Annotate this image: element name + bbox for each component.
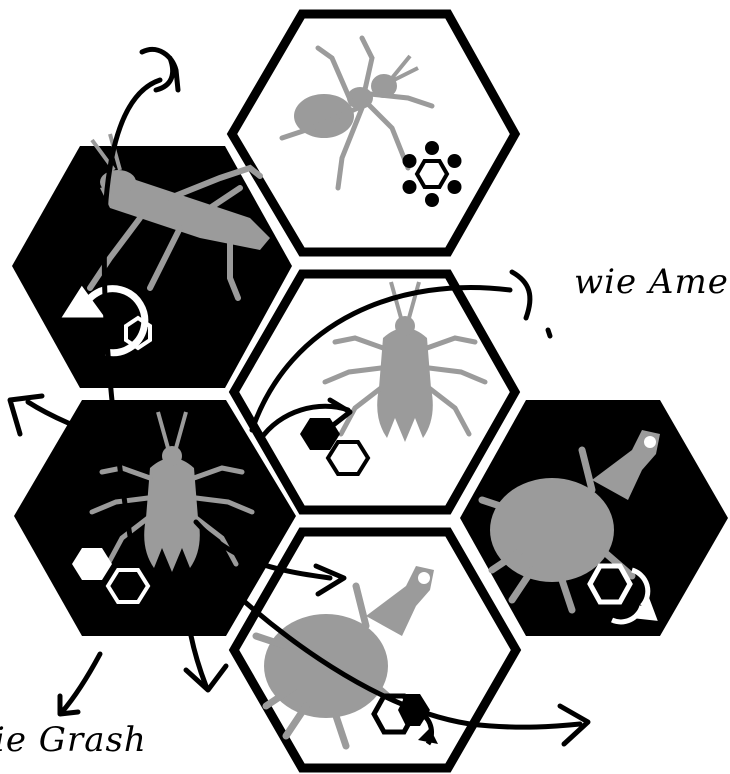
arrow-grasshopper-note: [62, 654, 100, 712]
arrowhead-mosquito-to-ant: [512, 272, 530, 318]
annotation-grasshopper: ie Grash: [0, 720, 147, 760]
annotation-ant: wie Ame: [574, 262, 729, 302]
arrowhead-mosquito-down: [186, 666, 226, 690]
tile-ant[interactable]: [232, 14, 515, 252]
ink-dot: [548, 330, 550, 336]
tile-beetle-black[interactable]: [460, 400, 728, 636]
tile-mosquito-white[interactable]: [234, 274, 515, 510]
tile-mosquito-black[interactable]: [14, 400, 296, 636]
